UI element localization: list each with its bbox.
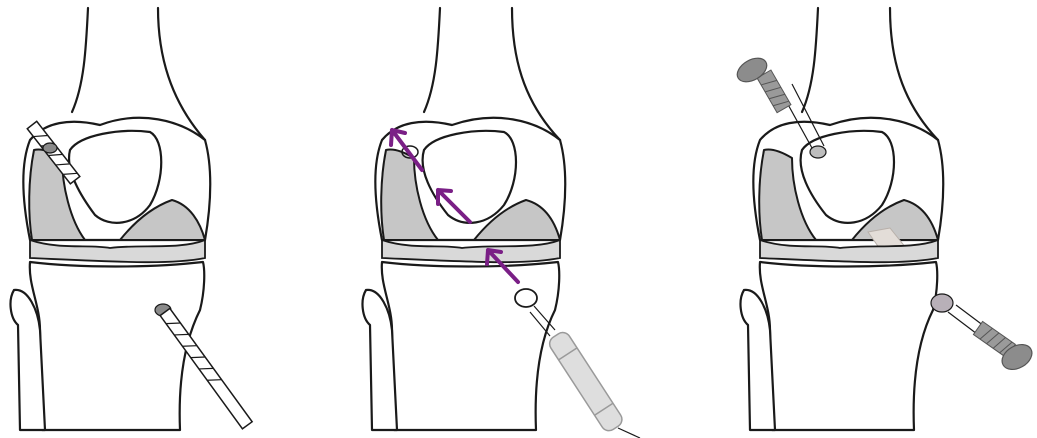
femur (753, 8, 943, 240)
panel-screw-fixation (730, 0, 1037, 438)
panel-graft-passing (350, 0, 690, 438)
femur (23, 8, 210, 240)
knee-diagram-fixation (730, 0, 1037, 438)
meniscus (760, 240, 938, 262)
tibia (11, 262, 205, 430)
panel-drilling (0, 0, 300, 438)
meniscus (30, 240, 205, 262)
tibia (363, 262, 560, 430)
knee-diagram-graft-passing (350, 0, 690, 438)
knee-diagram-drilling (0, 0, 300, 438)
meniscus (382, 240, 560, 262)
femur (375, 8, 565, 240)
tibial-screw (931, 294, 1036, 375)
tibia (741, 262, 938, 430)
